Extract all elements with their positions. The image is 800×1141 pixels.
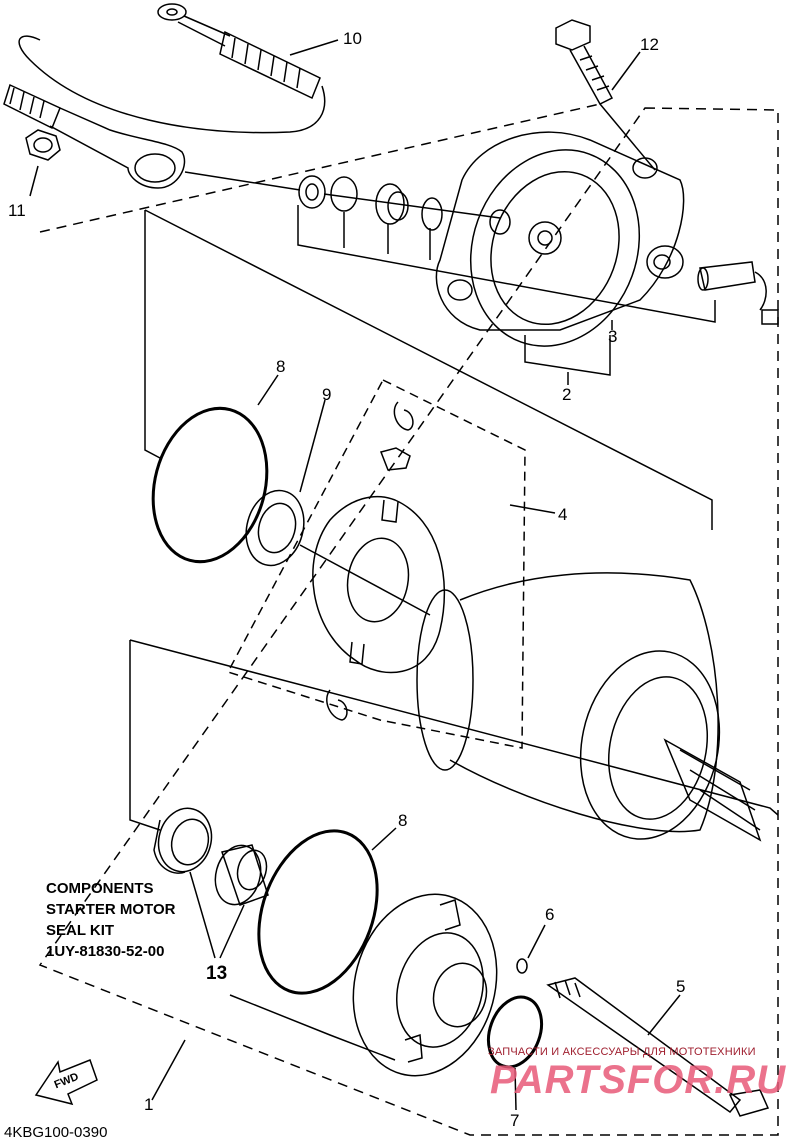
callout-4: 4 — [558, 505, 568, 524]
callout-13: 13 — [206, 963, 228, 984]
callout-3: 3 — [608, 327, 618, 346]
callout-1: 1 — [144, 1095, 154, 1114]
bolt-12 — [555, 19, 656, 171]
brush-kit-boundary-4 — [226, 379, 526, 749]
callout-6: 6 — [545, 905, 555, 924]
brush-springs — [326, 401, 414, 721]
terminal-grommet — [646, 245, 779, 325]
callout-13-lines — [189, 871, 245, 959]
fwd-arrow — [34, 1059, 98, 1106]
watermark-logo: PARTSFOR.RU — [490, 1058, 787, 1102]
callout-8-upper: 8 — [276, 357, 286, 376]
note-line-2: STARTER MOTOR — [46, 901, 176, 918]
note-line-1: COMPONENTS — [46, 880, 154, 897]
o-ring-8-upper — [151, 406, 269, 564]
bearing-13 — [214, 844, 269, 906]
washer-6 — [516, 958, 528, 974]
callout-10: 10 — [343, 29, 362, 48]
diagram-code: 4KBG100-0390 — [4, 1124, 108, 1141]
oil-seal-13 — [153, 807, 213, 874]
o-ring-8-lower — [257, 829, 379, 995]
callout-5: 5 — [676, 977, 686, 996]
rear-cover — [352, 893, 498, 1077]
callout-9: 9 — [322, 385, 332, 404]
callout-11: 11 — [8, 201, 26, 220]
seal-kit-note: COMPONENTS STARTER MOTOR SEAL KIT 1UY-81… — [46, 878, 175, 962]
washer-9 — [245, 399, 326, 567]
callout-8-lower: 8 — [398, 811, 408, 830]
front-cover-housing — [435, 131, 685, 347]
callout-12: 12 — [640, 35, 659, 54]
nut-11 — [25, 129, 61, 197]
brush-holder-plate — [299, 495, 446, 674]
assembly-boundary — [38, 103, 779, 1136]
yoke-bracket-line — [144, 209, 713, 530]
washer-row — [184, 171, 501, 231]
through-bolt-5 — [546, 977, 770, 1117]
motor-yoke — [416, 572, 762, 842]
note-line-4: 1UY-81830-52-00 — [46, 943, 165, 960]
watermark-tagline: ЗАПЧАСТИ И АКСЕССУАРЫ ДЛЯ МОТОТЕХНИКИ — [488, 1046, 756, 1058]
lower-bracket-line — [129, 639, 779, 831]
o-ring-7 — [486, 995, 544, 1069]
bracket-lines — [297, 205, 716, 385]
terminal-lead-10 — [18, 3, 326, 134]
terminal-bolt — [3, 83, 186, 189]
note-line-3: SEAL KIT — [46, 922, 115, 939]
callout-7: 7 — [510, 1111, 520, 1130]
callout-2: 2 — [562, 385, 572, 404]
